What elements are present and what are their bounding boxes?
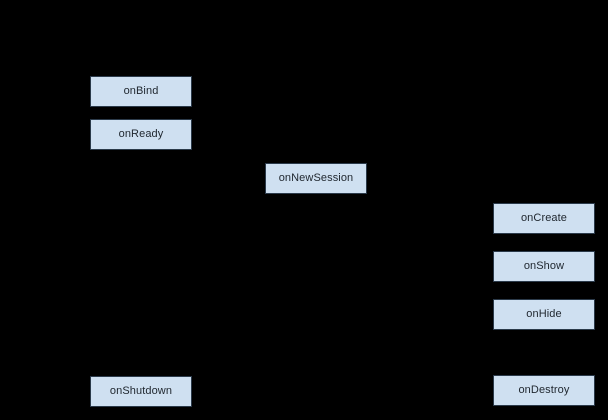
node-label: onDestroy <box>518 384 570 396</box>
node-on-hide[interactable]: onHide <box>493 299 595 330</box>
node-on-shutdown[interactable]: onShutdown <box>90 376 192 407</box>
node-label: onBind <box>123 85 159 97</box>
node-on-new-session[interactable]: onNewSession <box>265 163 367 194</box>
node-label: onReady <box>118 128 164 140</box>
node-on-destroy[interactable]: onDestroy <box>493 375 595 406</box>
node-label: onHide <box>526 308 562 320</box>
node-on-ready[interactable]: onReady <box>90 119 192 150</box>
node-label: onNewSession <box>278 172 354 184</box>
node-on-bind[interactable]: onBind <box>90 76 192 107</box>
node-on-create[interactable]: onCreate <box>493 203 595 234</box>
node-label: onShutdown <box>109 385 173 397</box>
node-label: onShow <box>523 260 565 272</box>
node-label: onCreate <box>520 212 568 224</box>
node-on-show[interactable]: onShow <box>493 251 595 282</box>
